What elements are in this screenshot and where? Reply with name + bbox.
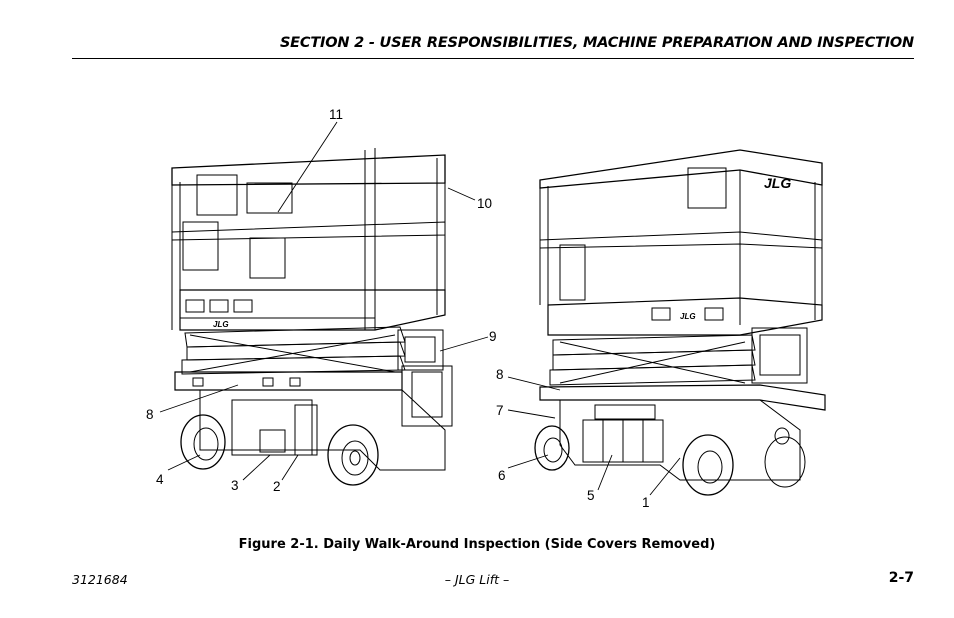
callout-1: 1: [642, 495, 650, 510]
callout-9: 9: [489, 329, 497, 344]
callout-8-right: 8: [496, 367, 504, 382]
jlg-logo-right: JLG: [764, 175, 791, 191]
footer-doc-number: 3121684: [72, 572, 128, 587]
jlg-logo-right-deck: JLG: [680, 312, 696, 321]
callout-7: 7: [496, 403, 504, 418]
callout-6: 6: [498, 468, 506, 483]
callout-5: 5: [587, 488, 595, 503]
callout-2: 2: [273, 479, 281, 494]
callout-11: 11: [329, 107, 343, 122]
left-machine-illustration: [171, 148, 453, 486]
page-number: 2-7: [888, 570, 914, 586]
callout-3: 3: [231, 478, 239, 493]
footer-product: – JLG Lift –: [444, 572, 510, 587]
figure-caption: Figure 2-1. Daily Walk-Around Inspection…: [238, 537, 716, 552]
callout-leader-lines: [159, 121, 681, 496]
section-title: SECTION 2 - USER RESPONSIBILITIES, MACHI…: [279, 35, 914, 51]
jlg-logo-left-deck: JLG: [213, 320, 229, 329]
right-machine-illustration: [534, 149, 826, 496]
callout-8-left: 8: [146, 407, 154, 422]
header-rule: [72, 58, 914, 59]
callout-4: 4: [156, 472, 164, 487]
callout-10: 10: [477, 196, 492, 211]
